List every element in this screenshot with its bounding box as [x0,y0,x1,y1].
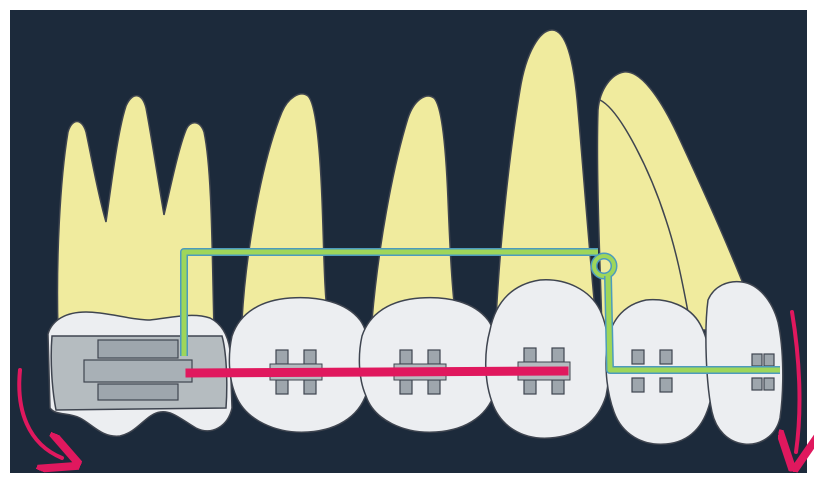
molar-root [57,96,214,330]
elastic-chain [190,371,564,373]
canine-crown [486,280,610,438]
